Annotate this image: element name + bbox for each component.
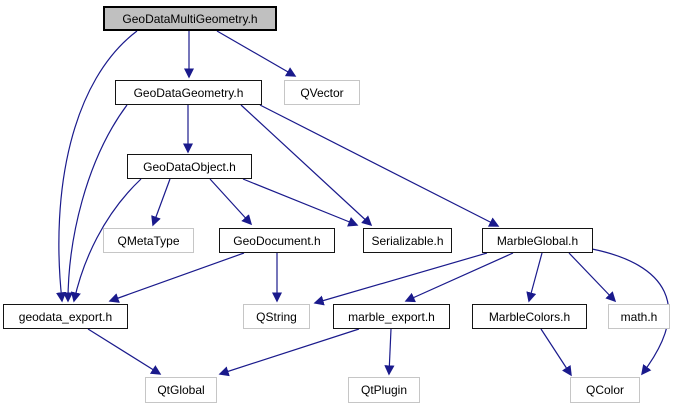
node-qvector: QVector bbox=[284, 80, 360, 105]
node-geodatageometry-h[interactable]: GeoDataGeometry.h bbox=[115, 80, 262, 105]
edge-marblecolors-to-qcolor bbox=[540, 328, 572, 377]
node-qmetatype: QMetaType bbox=[103, 228, 194, 253]
node-qtplugin: QtPlugin bbox=[348, 377, 420, 403]
edge-geodataobject-to-serializable bbox=[242, 178, 359, 227]
edge-marbleglobal-to-marbleexport bbox=[404, 252, 514, 303]
node-geodataobject-h[interactable]: GeoDataObject.h bbox=[127, 154, 252, 179]
node-marblecolors-h[interactable]: MarbleColors.h bbox=[472, 304, 587, 329]
edge-geodatageometry-to-geodataexport bbox=[62, 104, 128, 303]
node-math-h: math.h bbox=[608, 304, 670, 329]
edge-geodatageometry-to-marbleglobal bbox=[259, 104, 500, 227]
edge-geodataobject-to-qmetatype bbox=[151, 178, 171, 227]
node-serializable-h[interactable]: Serializable.h bbox=[363, 228, 452, 253]
edge-geodataobject-to-geodataexport bbox=[70, 178, 142, 303]
edge-marbleglobal-to-qcolor bbox=[591, 248, 670, 376]
edge-marbleexport-to-qtplugin bbox=[384, 328, 395, 376]
edge-geodataobject-to-geodocument bbox=[209, 178, 253, 226]
edge-geodatageometry-to-serializable bbox=[240, 104, 373, 227]
node-geodata-export-h[interactable]: geodata_export.h bbox=[3, 304, 128, 329]
edge-marbleglobal-to-math bbox=[568, 252, 617, 303]
node-qstring: QString bbox=[243, 304, 310, 329]
node-marble-export-h[interactable]: marble_export.h bbox=[333, 304, 450, 329]
edge-geodatamultigeometry-to-qvector bbox=[216, 30, 297, 77]
node-qtglobal: QtGlobal bbox=[145, 377, 217, 403]
node-qcolor: QColor bbox=[570, 377, 640, 403]
edge-geodataexport-to-qtglobal bbox=[87, 328, 162, 375]
node-geodatamultigeometry-h: GeoDataMultiGeometry.h bbox=[103, 6, 277, 31]
node-marbleglobal-h[interactable]: MarbleGlobal.h bbox=[482, 228, 593, 253]
edge-geodatamultigeometry-to-geodataexport bbox=[56, 30, 138, 303]
node-geodocument-h[interactable]: GeoDocument.h bbox=[219, 228, 335, 253]
edge-marbleexport-to-qtglobal bbox=[218, 328, 360, 377]
edge-geodocument-to-geodataexport bbox=[108, 252, 245, 303]
edge-marbleglobal-to-marblecolors bbox=[526, 252, 543, 303]
edge-marbleglobal-to-qstring bbox=[313, 252, 488, 306]
